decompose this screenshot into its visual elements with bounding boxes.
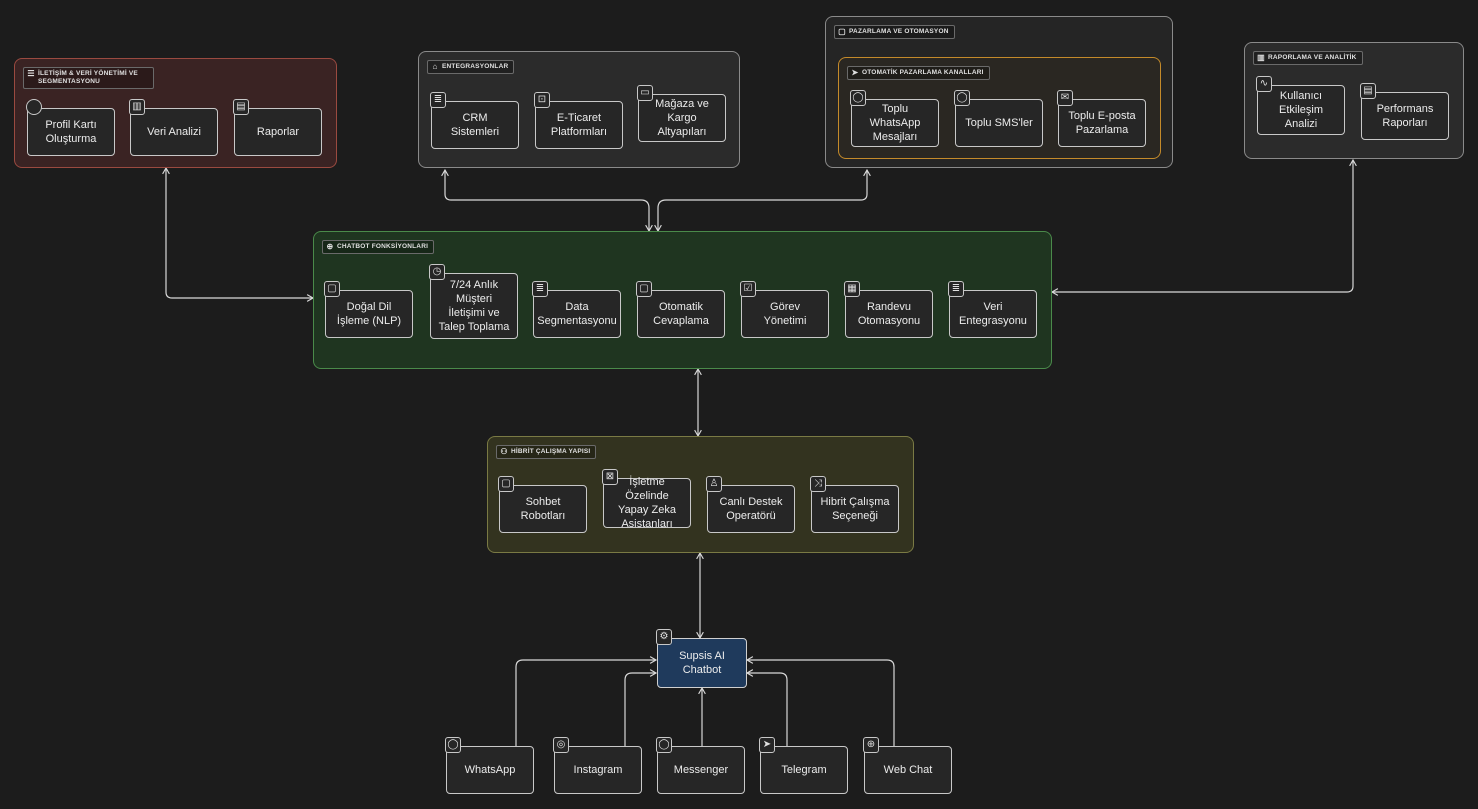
edge-instagram-supsis: [624, 669, 658, 746]
node-anlik-iletisim[interactable]: ◷ 7/24 Anlık Müşteri İletişimi ve Talep …: [429, 264, 518, 339]
node-yapay-zeka-asistanlari[interactable]: ⊠ İşletme Özelinde Yapay Zeka Asistanlar…: [602, 469, 691, 530]
checkbox-icon: ☑: [740, 281, 756, 297]
node-eticaret[interactable]: ⊡ E-Ticaret Platformları: [534, 92, 623, 149]
node-canli-destek[interactable]: ♙ Canlı Destek Operatörü: [706, 476, 795, 533]
node-raporlar[interactable]: ▤ Raporlar: [233, 99, 322, 156]
chat-icon: ◯: [850, 90, 866, 106]
database-icon: ≣: [430, 92, 446, 108]
clock-icon: ◷: [429, 264, 445, 280]
chat-icon: ▢: [324, 281, 340, 297]
user-icon: ♙: [706, 476, 722, 492]
chat-icon: ▢: [636, 281, 652, 297]
bot-icon: ⊕: [326, 242, 334, 251]
node-web-chat[interactable]: ⊕ Web Chat: [863, 737, 952, 794]
activity-icon: ∿: [1256, 76, 1272, 92]
node-performans-raporlari[interactable]: ▤ Performans Raporları: [1360, 83, 1449, 140]
send-icon: ➤: [851, 68, 859, 77]
node-toplu-sms[interactable]: ◯ Toplu SMS'ler: [954, 90, 1043, 147]
group-title-pazarlama: ▢ PAZARLAMA VE OTOMASYON: [834, 25, 955, 39]
edge-webchat-supsis: [745, 656, 895, 746]
node-instagram[interactable]: ◎ Instagram: [553, 737, 642, 794]
node-toplu-whatsapp[interactable]: ◯ Toplu WhatsApp Mesajları: [850, 90, 939, 147]
node-crm[interactable]: ≣ CRM Sistemleri: [430, 92, 519, 149]
group-title-raporlama: ▥ RAPORLAMA VE ANALİTİK: [1253, 51, 1363, 65]
users-icon: ⚇: [500, 447, 508, 456]
group-title-iletisim: ☰ İLETİŞİM & VERİ YÖNETİMİ VE SEGMENTASY…: [23, 67, 154, 89]
globe-icon: ⊕: [863, 737, 879, 753]
document-icon: ▤: [233, 99, 249, 115]
chat-icon: ◯: [954, 90, 970, 106]
node-gorev-yonetimi[interactable]: ☑ Görev Yönetimi: [740, 281, 829, 338]
node-telegram[interactable]: ➤ Telegram: [759, 737, 848, 794]
node-hibrit-secenek[interactable]: ⤨ Hibrit Çalışma Seçeneği: [810, 476, 899, 533]
truck-icon: ▭: [637, 85, 653, 101]
database-icon: ≣: [948, 281, 964, 297]
edge-entegrasyon-chatbot: [441, 168, 653, 233]
node-supsis-ai-chatbot[interactable]: ⚙ Supsis AI Chatbot: [656, 629, 747, 688]
edge-iletisim-chatbot: [162, 166, 315, 302]
send-icon: ➤: [759, 737, 775, 753]
group-title-hibrit: ⚇ HİBRİT ÇALIŞMA YAPISI: [496, 445, 597, 459]
group-title-chatbot: ⊕ CHATBOT FONKSİYONLARI: [322, 240, 435, 254]
cart-icon: ⊡: [534, 92, 550, 108]
cpu-icon: ⚙: [656, 629, 672, 645]
image-icon: ⊠: [602, 469, 618, 485]
mail-icon: ✉: [1057, 90, 1073, 106]
node-nlp[interactable]: ▢ Doğal Dil İşleme (NLP): [324, 281, 413, 338]
card-icon: [26, 99, 42, 115]
node-toplu-eposta[interactable]: ✉ Toplu E-posta Pazarlama: [1057, 90, 1146, 147]
node-messenger[interactable]: ◯ Messenger: [656, 737, 745, 794]
chat-icon: ◯: [445, 737, 461, 753]
chat-icon: ◯: [656, 737, 672, 753]
edge-whatsapp-supsis: [515, 656, 658, 746]
edge-raporlama-chatbot: [1050, 158, 1357, 296]
node-kullanici-etkilesim[interactable]: ∿ Kullanıcı Etkileşim Analizi: [1256, 76, 1345, 135]
shuffle-icon: ⤨: [810, 476, 826, 492]
bar-chart-icon: ▥: [129, 99, 145, 115]
building-icon: ⌂: [432, 62, 438, 71]
node-whatsapp[interactable]: ◯ WhatsApp: [445, 737, 534, 794]
list-icon: ☰: [27, 69, 35, 78]
node-data-segmentasyonu[interactable]: ≣ Data Segmentasyonu: [532, 281, 621, 338]
square-icon: ▢: [838, 27, 846, 36]
node-veri-entegrasyonu[interactable]: ≣ Veri Entegrasyonu: [948, 281, 1037, 338]
group-title-entegrasyon: ⌂ ENTEGRASYONLAR: [427, 60, 515, 74]
database-icon: ≣: [532, 281, 548, 297]
instagram-icon: ◎: [553, 737, 569, 753]
node-profil-karti[interactable]: Profil Kartı Oluşturma: [26, 99, 115, 156]
node-otomatik-cevaplama[interactable]: ▢ Otomatik Cevaplama: [636, 281, 725, 338]
document-icon: ▤: [1360, 83, 1376, 99]
node-sohbet-robotlari[interactable]: ▢ Sohbet Robotları: [498, 476, 587, 533]
chat-icon: ▢: [498, 476, 514, 492]
node-veri-analizi[interactable]: ▥ Veri Analizi: [129, 99, 218, 156]
node-magaza-kargo[interactable]: ▭ Mağaza ve Kargo Altyapıları: [637, 85, 726, 142]
edge-telegram-supsis: [745, 669, 788, 746]
edge-pazarlama-chatbot: [654, 168, 871, 233]
group-title-otomatik: ➤ OTOMATİK PAZARLAMA KANALLARI: [847, 66, 990, 80]
node-randevu-otomasyonu[interactable]: ▦ Randevu Otomasyonu: [844, 281, 933, 338]
bar-chart-icon: ▥: [1257, 53, 1265, 62]
calendar-icon: ▦: [844, 281, 860, 297]
